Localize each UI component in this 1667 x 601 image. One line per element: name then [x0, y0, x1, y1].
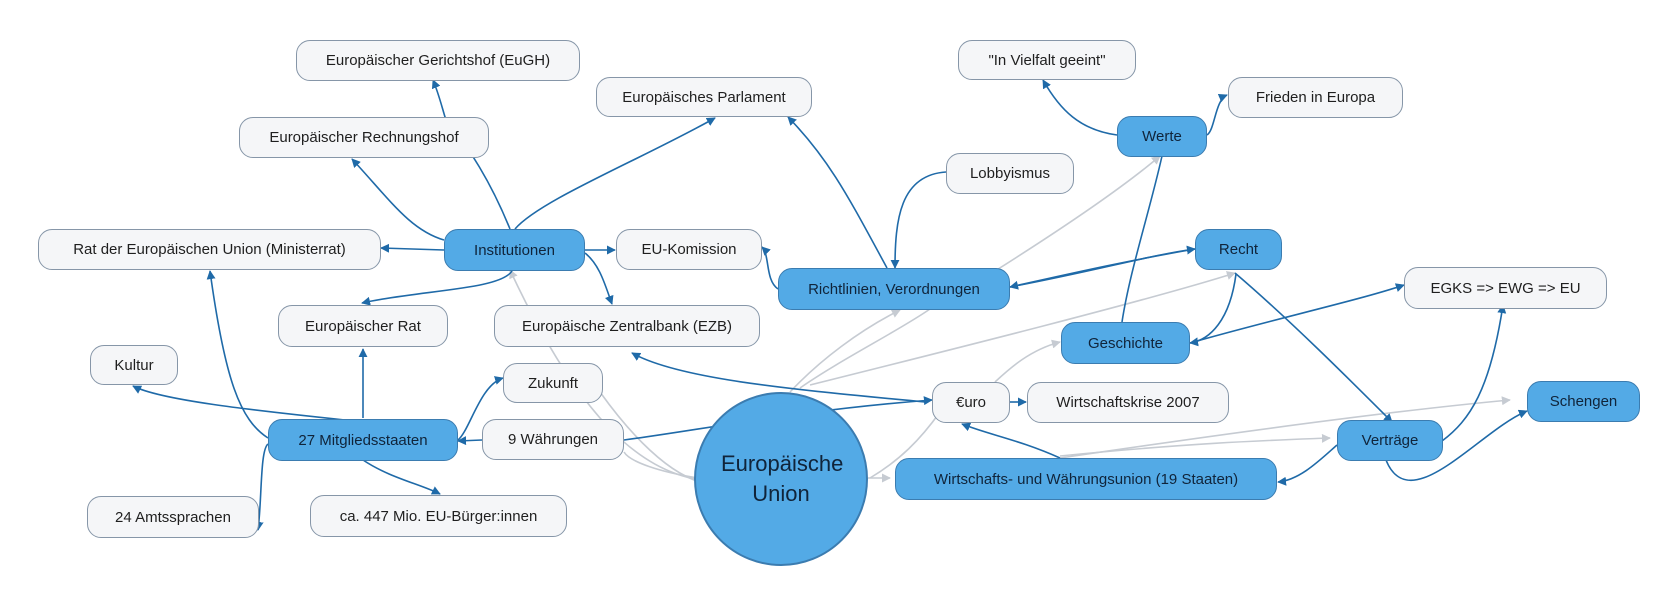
node-wwu[interactable]: Wirtschafts- und Währungsunion (19 Staat… [895, 458, 1277, 500]
node-label: EU-Komission [641, 241, 737, 258]
node-label: Kultur [114, 356, 154, 374]
node-label: Recht [1218, 241, 1259, 258]
edge-werte-vielfalt [1042, 79, 1118, 136]
node-vertraege[interactable]: Verträge [1337, 420, 1443, 461]
edge-institutionen-rechnungshof [351, 158, 445, 241]
node-label: "In Vielfalt geeint" [988, 51, 1106, 69]
edge-mitglied-buerger [362, 459, 441, 495]
edge-eu-euro [869, 411, 941, 479]
edge-mitglied-kultur [132, 385, 346, 421]
node-label: 27 Mitgliedsstaaten [298, 431, 428, 449]
node-komission[interactable]: EU-Komission [616, 229, 762, 270]
node-label: €uro [955, 394, 987, 411]
edge-mitglied-amtssprachen [254, 443, 269, 531]
node-amtssprachen[interactable]: 24 Amtssprachen [87, 496, 259, 538]
node-label: Rat der Europäischen Union (Ministerrat) [73, 241, 346, 258]
node-lobbyismus[interactable]: Lobbyismus [946, 153, 1074, 194]
node-frieden[interactable]: Frieden in Europa [1228, 77, 1403, 118]
edge-eu-werte [994, 155, 1161, 272]
edge-geschichte-werte [1121, 155, 1163, 323]
node-label: Verträge [1361, 432, 1419, 449]
edge-wwu-euro [961, 422, 1061, 459]
node-europ-rat[interactable]: Europäischer Rat [278, 305, 448, 347]
edge-eu-waehrungen [623, 451, 699, 479]
node-mitgliedsstaaten[interactable]: 27 Mitgliedsstaaten [268, 419, 458, 461]
node-zukunft[interactable]: Zukunft [503, 363, 603, 403]
node-recht[interactable]: Recht [1195, 229, 1282, 270]
node-parlament[interactable]: Europäisches Parlament [596, 77, 812, 117]
edge-richtlinien-komission [761, 246, 779, 290]
node-buerger[interactable]: ca. 447 Mio. EU-Bürger:innen [310, 495, 567, 537]
node-geschichte[interactable]: Geschichte [1061, 322, 1190, 364]
edge-vertraege-egks [1441, 304, 1507, 442]
node-label: Wirtschaftskrise 2007 [1056, 394, 1200, 411]
node-egks[interactable]: EGKS => EWG => EU [1404, 267, 1607, 309]
node-europaeische-union[interactable]: Europäische Union [694, 392, 868, 566]
node-label: Lobbyismus [969, 165, 1051, 182]
node-rat-eu[interactable]: Rat der Europäischen Union (Ministerrat) [38, 229, 381, 270]
node-label: 24 Amtssprachen [115, 508, 231, 526]
edge-euro-ezb [631, 352, 926, 403]
node-schengen[interactable]: Schengen [1527, 381, 1640, 422]
node-label: Wirtschafts- und Währungsunion (19 Staat… [933, 470, 1239, 488]
node-label: Europäischer Gerichtshof (EuGH) [325, 52, 551, 69]
edge-mitglied-rat-eu [206, 270, 269, 439]
node-label: Europäischer Rat [305, 317, 421, 335]
node-rechnungshof[interactable]: Europäischer Rechnungshof [239, 117, 489, 158]
node-vielfalt[interactable]: "In Vielfalt geeint" [958, 40, 1136, 80]
edge-werte-frieden [1206, 93, 1228, 136]
edge-institutionen-parlament [514, 117, 716, 230]
edge-mitglied-zukunft [457, 376, 504, 441]
edge-institutionen-rat-eu [380, 243, 445, 253]
node-label: Europäischer Rechnungshof [269, 129, 459, 146]
edge-recht-vertraege [1234, 272, 1393, 423]
edge-geschichte-egks [1189, 283, 1405, 344]
node-waehrungen[interactable]: 9 Währungen [482, 419, 624, 460]
node-label: Europäische Union [721, 451, 844, 506]
node-krise[interactable]: Wirtschaftskrise 2007 [1027, 382, 1229, 423]
edge-eu-vertraege [1059, 433, 1331, 457]
node-label: Schengen [1549, 393, 1618, 410]
node-richtlinien[interactable]: Richtlinien, Verordnungen [778, 268, 1010, 310]
node-gerichtshof[interactable]: Europäischer Gerichtshof (EuGH) [296, 40, 580, 81]
node-label: Richtlinien, Verordnungen [808, 280, 980, 298]
edge-institutionen-europ-rat [361, 270, 513, 306]
edge-recht-richtlinien [1009, 248, 1196, 290]
node-werte[interactable]: Werte [1117, 116, 1207, 157]
node-ezb[interactable]: Europäische Zentralbank (EZB) [494, 305, 760, 347]
edge-eu-recht [809, 271, 1236, 386]
node-label: Europäische Zentralbank (EZB) [521, 317, 733, 335]
node-label: ca. 447 Mio. EU-Bürger:innen [339, 507, 538, 525]
edge-richtlinien-parlament [787, 116, 888, 269]
edge-lobbyismus-richtlinien [890, 171, 947, 269]
edge-waehrungen-mitglied [457, 436, 483, 446]
edge-eu-geschichte [994, 339, 1061, 383]
node-euro[interactable]: €uro [932, 382, 1010, 423]
edge-vertraege-wwu [1277, 444, 1338, 486]
node-kultur[interactable]: Kultur [90, 345, 178, 385]
edge-eu-richtlinien-2 [799, 308, 931, 389]
edge-eu-richtlinien [789, 309, 901, 393]
node-label: EGKS => EWG => EU [1430, 279, 1581, 297]
edge-eu-schengen [1059, 396, 1511, 459]
node-label: Europäisches Parlament [622, 88, 786, 106]
edge-vertraege-schengen [1385, 409, 1528, 482]
node-label: Werte [1142, 128, 1182, 145]
node-institutionen[interactable]: Institutionen [444, 229, 585, 271]
edge-institutionen-ezb [584, 252, 614, 305]
node-label: 9 Währungen [507, 431, 599, 448]
node-label: Geschichte [1087, 334, 1164, 352]
node-label: Frieden in Europa [1255, 89, 1376, 106]
node-label: Zukunft [527, 374, 579, 392]
node-label: Institutionen [474, 241, 555, 259]
